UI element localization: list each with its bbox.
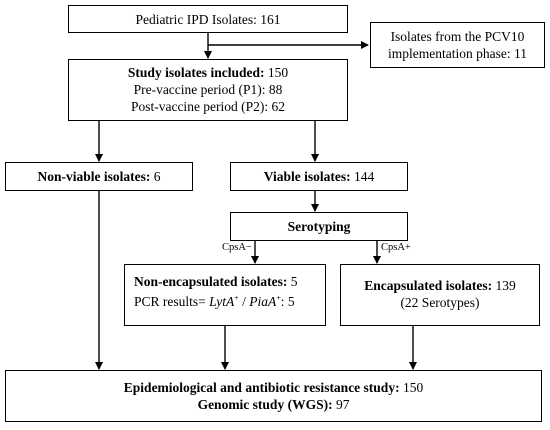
pcr-prefix: PCR results= xyxy=(134,294,210,309)
node-final-study: Epidemiological and antibiotic resistanc… xyxy=(5,370,542,422)
final-line1-label: Epidemiological and antibiotic resistanc… xyxy=(123,380,400,395)
node-nonencapsulated-isolates: Non-encapsulated isolates: 5 PCR results… xyxy=(124,264,326,326)
study-title-value: 150 xyxy=(264,65,289,80)
node-encapsulated-isolates: Encapsulated isolates: 139 (22 Serotypes… xyxy=(340,264,540,326)
node-pediatric-isolates: Pediatric IPD Isolates: 161 xyxy=(68,5,348,33)
nonencap-pcr: PCR results= LytA+ / PiaA+: 5 xyxy=(134,293,325,310)
viable-value: 144 xyxy=(350,169,375,184)
node-serotyping: Serotyping xyxy=(230,212,408,241)
nonviable-label: Non-viable isolates: xyxy=(37,169,151,184)
final-line2: Genomic study (WGS): 97 xyxy=(6,396,541,413)
pediatric-isolates-text: Pediatric IPD Isolates: 161 xyxy=(135,12,281,27)
encap-serotypes: (22 Serotypes) xyxy=(400,295,480,310)
edge-label-cpsa-negative: CpsA− xyxy=(222,242,252,253)
serotyping-label: Serotyping xyxy=(287,219,351,234)
encap-title: Encapsulated isolates: 139 xyxy=(341,277,539,294)
final-line2-value: 97 xyxy=(332,397,350,412)
node-study-isolates: Study isolates included: 150 Pre-vaccine… xyxy=(68,59,348,121)
node-viable-isolates: Viable isolates: 144 xyxy=(230,162,408,191)
final-line1-value: 150 xyxy=(399,380,424,395)
nonencap-title: Non-encapsulated isolates: 5 xyxy=(134,273,325,290)
viable-label: Viable isolates: xyxy=(263,169,351,184)
pcr-suffix: : 5 xyxy=(280,294,295,309)
nonencap-value: 5 xyxy=(287,274,298,289)
nonviable-value: 6 xyxy=(150,169,161,184)
gene-piaa-sup: + xyxy=(276,293,281,303)
study-p1: Pre-vaccine period (P1): 88 xyxy=(133,82,283,97)
final-line1: Epidemiological and antibiotic resistanc… xyxy=(6,379,541,396)
node-pcv10-isolates: Isolates from the PCV10 implementation p… xyxy=(370,22,545,68)
study-title: Study isolates included: 150 xyxy=(69,64,347,81)
pcr-sep: / xyxy=(238,294,250,309)
study-title-label: Study isolates included: xyxy=(127,65,265,80)
nonencap-label: Non-encapsulated isolates: xyxy=(134,274,288,289)
gene-lyta-sup: + xyxy=(234,293,239,303)
encap-label: Encapsulated isolates: xyxy=(364,278,493,293)
pcv10-line1: Isolates from the PCV10 xyxy=(390,29,525,44)
gene-piaa: PiaA xyxy=(249,294,277,309)
encap-value: 139 xyxy=(492,278,516,293)
node-nonviable-isolates: Non-viable isolates: 6 xyxy=(5,162,193,191)
final-line2-label: Genomic study (WGS): xyxy=(197,397,333,412)
gene-lyta: LytA xyxy=(209,294,235,309)
edge-label-cpsa-positive: CpsA+ xyxy=(381,242,411,253)
pcv10-line2: implementation phase: 11 xyxy=(388,46,527,61)
study-p2: Post-vaccine period (P2): 62 xyxy=(130,99,286,114)
